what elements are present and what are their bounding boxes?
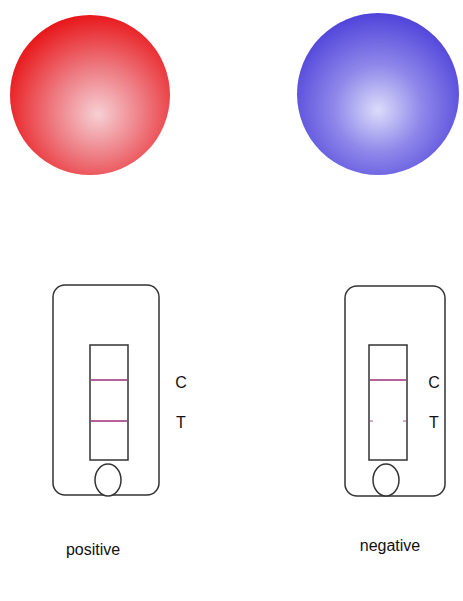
strip-line-label: T (429, 414, 439, 432)
positive-cassette (53, 285, 159, 496)
result-label: negative (360, 537, 421, 555)
strip-line-label: C (175, 374, 187, 392)
strip-line-label: C (428, 374, 440, 392)
strip-line-label: T (176, 414, 186, 432)
negative-cassette (345, 286, 445, 496)
red-sphere (10, 15, 170, 175)
result-label: positive (66, 541, 120, 559)
blue-sphere (297, 13, 459, 175)
